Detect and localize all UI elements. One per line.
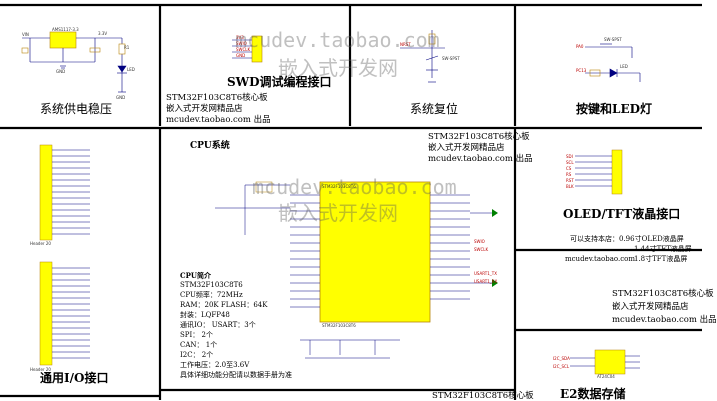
oled-site: mcudev.taobao.com xyxy=(565,255,635,263)
power-regulator-drawing xyxy=(21,31,127,93)
svg-text:RST: RST xyxy=(566,178,574,183)
svg-text:R1: R1 xyxy=(124,45,130,50)
svg-text:GND: GND xyxy=(116,95,125,100)
cpu-spec-line: 工作电压：2.0至3.6V xyxy=(180,361,250,369)
info-site: mcudev.taobao.com 出品 xyxy=(612,315,717,325)
cpu-note: 具体详细功能分配请以数据手册为准 xyxy=(180,371,292,379)
cpu-spec-line: STM32F103C8T6 xyxy=(180,281,243,289)
svg-text:SDI: SDI xyxy=(566,154,573,159)
swd-shop: 嵌入式开发网精品店 xyxy=(166,104,243,114)
panel-borders xyxy=(0,3,702,400)
io-header-drawing xyxy=(39,144,90,366)
svg-text:GND: GND xyxy=(236,53,245,58)
svg-text:3.3V: 3.3V xyxy=(98,31,107,36)
oled-size: 1.8寸TFT液晶屏 xyxy=(634,255,688,263)
svg-text:GND: GND xyxy=(56,69,65,74)
swd-connector-drawing xyxy=(232,35,263,63)
eeprom-title: E2数据存储 xyxy=(560,387,626,401)
cpu-spec-title: CPU简介 xyxy=(180,271,211,280)
oled-support: 可以支持本店：0.96寸OLED液晶屏 xyxy=(570,235,684,243)
reset-title: 系统复位 xyxy=(410,102,459,116)
cpu-board: STM32F103C8T6核心板 xyxy=(428,132,530,142)
svg-text:AMS1117-3.3: AMS1117-3.3 xyxy=(52,27,79,32)
oled-title: OLED/TFT液晶接口 xyxy=(563,207,681,221)
swd-title: SWD调试编程接口 xyxy=(227,75,332,89)
cpu-spec-line: CAN： 1个 xyxy=(180,341,218,349)
svg-text:SW-SPST: SW-SPST xyxy=(442,56,460,61)
power-title: 系统供电稳压 xyxy=(40,102,113,116)
watermark-text-cpu: 嵌入式开发网 xyxy=(278,201,398,225)
watermark-url: mcudev.taobao.com xyxy=(235,28,440,52)
info-board: STM32F103C8T6核心板 xyxy=(612,289,714,299)
svg-text:SCL: SCL xyxy=(566,160,574,165)
schematic-canvas: AMS1117-3.3 VIN 3.3V R1 LED GND GND 3V3 … xyxy=(0,3,702,400)
keys-title: 按键和LED灯 xyxy=(576,102,652,116)
svg-text:3V3: 3V3 xyxy=(236,35,244,40)
cpu-title: CPU系统 xyxy=(190,141,230,151)
svg-text:USART1_TX: USART1_TX xyxy=(474,271,497,276)
svg-text:LED: LED xyxy=(620,64,628,69)
oled-header-drawing xyxy=(575,149,623,195)
watermark-text: 嵌入式开发网 xyxy=(278,56,398,80)
cpu-shop: 嵌入式开发网精品店 xyxy=(428,143,505,153)
svg-text:SWIO: SWIO xyxy=(474,239,485,244)
cpu-spec-line: CPU频率：72MHz xyxy=(180,291,243,299)
cpu-site: mcudev.taobao.com 出品 xyxy=(428,154,533,164)
svg-text:VIN: VIN xyxy=(22,32,29,37)
svg-text:Header 20: Header 20 xyxy=(30,241,51,246)
svg-text:SWCLK: SWCLK xyxy=(474,247,489,252)
svg-text:Header 20: Header 20 xyxy=(30,367,51,372)
cpu-spec-line: 封装：LQFP48 xyxy=(180,311,230,319)
svg-text:I2C_SCL: I2C_SCL xyxy=(553,364,570,369)
svg-text:CS: CS xyxy=(566,166,572,171)
svg-text:BLK: BLK xyxy=(566,184,574,189)
svg-text:RS: RS xyxy=(566,172,572,177)
bottom-board: STM32F103C8T6核心板 xyxy=(432,391,534,401)
reset-circuit-drawing xyxy=(400,30,445,83)
eeprom-drawing xyxy=(570,349,640,375)
keys-led-drawing xyxy=(585,43,641,82)
cpu-spec-line: SPI： 2个 xyxy=(180,331,213,339)
svg-text:LED: LED xyxy=(127,67,135,72)
svg-text:AT24C04: AT24C04 xyxy=(597,374,615,379)
svg-text:SWIO: SWIO xyxy=(236,41,247,46)
svg-text:SW-SPST: SW-SPST xyxy=(604,37,622,42)
svg-text:SWCLK: SWCLK xyxy=(236,47,251,52)
info-shop: 嵌入式开发网精品店 xyxy=(612,302,689,312)
svg-text:PA0: PA0 xyxy=(576,44,584,49)
svg-text:NRST: NRST xyxy=(400,42,411,47)
watermark-url-cpu: mcudev.taobao.com xyxy=(252,175,457,199)
svg-text:STM32F103C8T6: STM32F103C8T6 xyxy=(322,323,356,328)
oled-size: 1.44寸TFT液晶屏 xyxy=(634,245,692,253)
swd-board: STM32F103C8T6核心板 xyxy=(166,93,268,103)
svg-text:STM32F103C8T6: STM32F103C8T6 xyxy=(322,184,356,189)
cpu-spec-line: 通讯IO： USART：3个 xyxy=(180,321,256,329)
swd-site: mcudev.taobao.com 出品 xyxy=(166,115,271,125)
cpu-spec-line: RAM：20K FLASH：64K xyxy=(180,301,268,309)
svg-text:PC13: PC13 xyxy=(576,68,587,73)
cpu-spec-line: I2C： 2个 xyxy=(180,351,214,359)
svg-text:USART1_RX: USART1_RX xyxy=(474,279,498,284)
io-title: 通用I/O接口 xyxy=(40,371,109,385)
cpu-chip-drawing xyxy=(215,181,492,359)
svg-text:I2C_SDA: I2C_SDA xyxy=(553,356,570,361)
